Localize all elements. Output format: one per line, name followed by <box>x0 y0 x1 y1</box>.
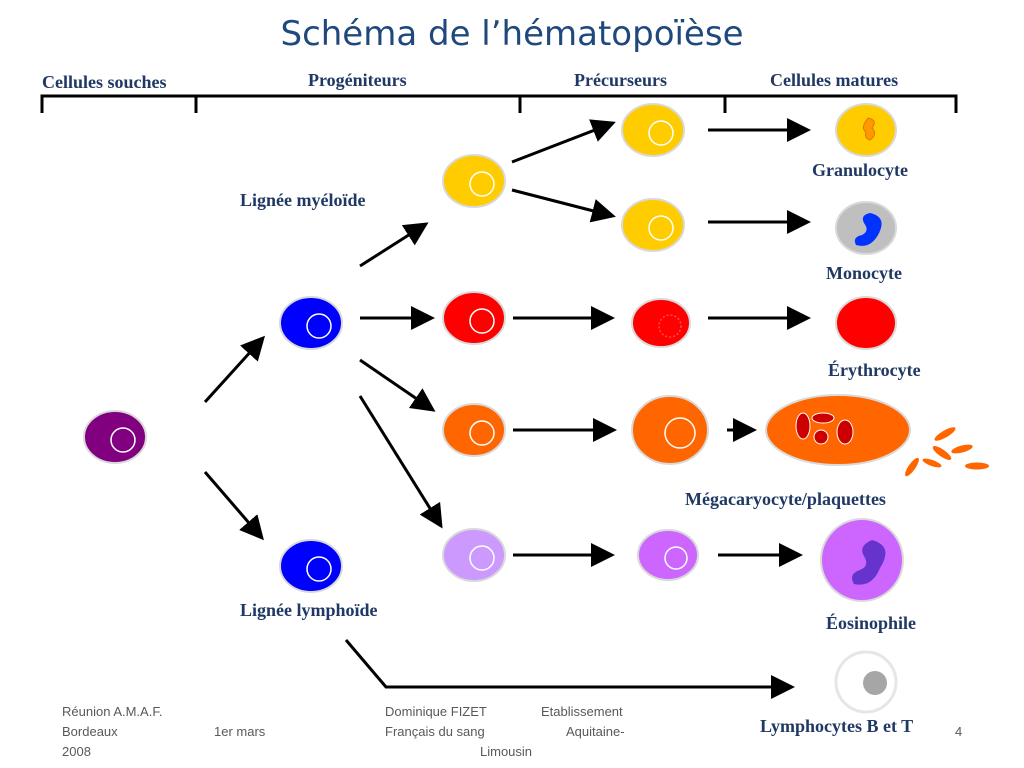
footer-institution-line3: Limousin <box>480 744 533 759</box>
megakaryoblast-cell <box>631 395 709 465</box>
monocyte-cell <box>835 201 897 255</box>
megakaryocytic-progenitor-cell <box>442 403 506 457</box>
header-precursors: Précurseurs <box>574 70 667 90</box>
header-brackets <box>40 94 958 113</box>
lineage-label-myeloid: Lignée myéloïde <box>240 190 366 210</box>
header-stem-cells: Cellules souches <box>42 72 167 92</box>
erythroblast-cell <box>631 298 691 348</box>
lymphoid-progenitor-cell <box>279 539 343 593</box>
lineage-label-lymphoid: Lignée lymphoïde <box>240 600 378 620</box>
cell-label-lymphocytes: Lymphocytes B et T <box>760 716 914 736</box>
cell-label-erythrocyte: Érythrocyte <box>828 360 921 380</box>
cell-label-eosinophil: Éosinophile <box>826 613 917 633</box>
stem-cell <box>83 410 147 464</box>
erythroid-progenitor-cell <box>442 291 506 345</box>
granulocyte-precursor-cell <box>621 103 685 157</box>
footer-date-line2: 2008 <box>62 744 91 759</box>
footer-meeting-line1: Réunion A.M.A.F. <box>62 704 163 719</box>
platelets <box>905 427 989 477</box>
header-mature-cells: Cellules matures <box>770 70 899 90</box>
page-number: 4 <box>955 724 963 739</box>
granulo-monocytic-progenitor-cell <box>442 154 506 208</box>
cell-label-monocyte: Monocyte <box>826 263 902 283</box>
header-progenitors: Progéniteurs <box>308 70 407 90</box>
footer-author-line2: Français du sang <box>385 724 485 739</box>
myeloid-progenitor-cell <box>279 296 343 350</box>
eosinophil-progenitor-cell <box>442 528 506 582</box>
cell-label-megakaryocyte: Mégacaryocyte/plaquettes <box>685 489 886 509</box>
cell-label-granulocyte: Granulocyte <box>812 160 908 180</box>
arrows <box>203 118 811 567</box>
erythrocyte-cell <box>835 296 897 350</box>
footer-institution-line1: Etablissement <box>541 704 623 719</box>
lymphocyte-cell <box>834 650 898 714</box>
megakaryocyte-cell <box>765 394 911 466</box>
lymphocyte-arrow <box>344 639 795 699</box>
footer-author-line1: Dominique FIZET <box>385 704 487 719</box>
eosinophil-precursor-cell <box>637 529 699 581</box>
monocyte-precursor-cell <box>621 198 685 252</box>
eosinophil-cell <box>820 518 904 602</box>
footer-author: Dominique FIZET Français du sang <box>385 702 487 742</box>
footer-meeting: Réunion A.M.A.F. Bordeaux <box>62 702 162 742</box>
footer-institution-line2: Aquitaine- <box>566 724 625 739</box>
footer-meeting-line2: Bordeaux <box>62 724 118 739</box>
granulocyte-cell <box>835 103 897 157</box>
page-title: Schéma de l’hématopoïèse <box>280 14 744 54</box>
footer-date-line1: 1er mars <box>214 724 266 739</box>
